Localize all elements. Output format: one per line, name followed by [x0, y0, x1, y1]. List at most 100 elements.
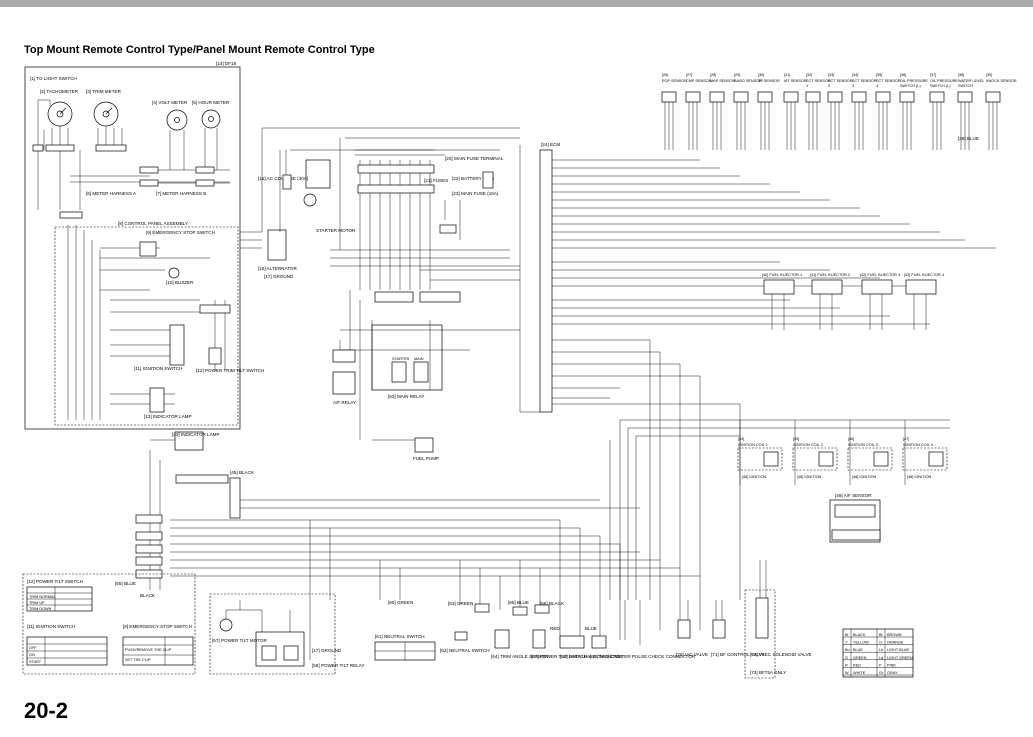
sensor-ref-label: [38] [958, 73, 964, 77]
iac-valve-label: [70] IAC VALVE [676, 652, 708, 657]
sensor-wire [664, 102, 674, 150]
legend-cell: W [845, 671, 849, 675]
sensor-wire [878, 102, 888, 150]
data-link-label: [68] DATA LINK CONNECTOR [560, 654, 623, 659]
main-relay-sub-label: MAIN [414, 357, 424, 361]
es-row-push: PUSH/REMOVE THE CLIP [125, 648, 172, 652]
fuel-pump-label: FUEL PUMP [413, 456, 439, 461]
sensor-connector-icon [709, 91, 725, 103]
sensor-wire [760, 102, 770, 150]
sensor-connector-icon [957, 91, 973, 103]
coil-name-label: IGNITION COIL 1 [738, 443, 768, 447]
tach-pulse-connector-icon [591, 635, 607, 649]
sensor-ref-label: [37] [930, 73, 936, 77]
sensor-connector-icon [757, 91, 773, 103]
tach-light-switch-label: [1] TO LIGHT SWITCH [30, 76, 77, 81]
sensor-wire [786, 102, 796, 150]
sensor-ref-label: [30] [758, 73, 764, 77]
alternator-label: [16] ALTERNATOR [258, 266, 297, 271]
af-sensor-frame [829, 499, 881, 543]
legend-cell: G [845, 656, 848, 660]
indicator-lamp-2-label: [43] INDICATOR LAMP [172, 432, 220, 437]
sensor-connector-icon [827, 91, 843, 103]
sensor-wire [808, 102, 818, 150]
sensor-wire [960, 102, 970, 150]
hour-meter-label: [5] HOUR METER [192, 100, 230, 105]
vtec-frame [744, 589, 776, 679]
legend-cell: WHITE [853, 671, 866, 675]
sensor-connector-icon [685, 91, 701, 103]
coil-frame [902, 447, 948, 471]
coil-cap-label: [48] IGNITION [852, 475, 877, 479]
legend-cell: P [879, 663, 882, 667]
trim-meter-gauge-icon [93, 101, 119, 127]
sensor-connector-icon [985, 91, 1001, 103]
injector-row: [40] FUEL INJECTOR 1[41] FUEL INJECTOR 2… [762, 273, 944, 330]
trim-meter-label: [3] TRIM METER [86, 89, 122, 94]
meter-harness-b-label: [7] METER HARNESS B [156, 191, 206, 196]
injector-wire [913, 294, 927, 330]
ecm-label: [24] ECM [541, 142, 560, 147]
starter-motor-icon [303, 193, 317, 207]
ignition-coil-3: [46]IGNITION COIL 3[48] IGNITION [847, 437, 893, 479]
iac-valve-icon [677, 619, 691, 639]
sensor-name-label: WATER LEVEL [958, 79, 984, 83]
sensor-ref-label: [35] [876, 73, 882, 77]
emergency-stop-switch-table: [9] EMERGENCY STOP SWITCH PUSH/REMOVE TH… [122, 624, 194, 666]
sensor-wire [830, 102, 840, 150]
sensor-connector-icon [805, 91, 821, 103]
bf-control-valve-icon [712, 619, 726, 639]
coil-name-label: IGNITION COIL 4 [903, 443, 933, 447]
coil-connector-icon [928, 451, 944, 467]
sensor-wire [932, 102, 942, 150]
legend-cell: LIGHT GREEN [887, 656, 913, 660]
meter-harness-a-label: [6] METER HARNESS A [86, 191, 137, 196]
coil-frame [737, 447, 783, 471]
coil-connector-icon [818, 451, 834, 467]
sensor-wire [688, 102, 698, 150]
power-tilt-relay-icon [255, 631, 305, 667]
coil-ref-label: [46] [848, 437, 854, 441]
ecm-box [539, 149, 553, 413]
fuel-injector-4: [43] FUEL INJECTOR 4 [904, 273, 944, 330]
hour-meter-gauge-icon [201, 109, 221, 129]
sensor-ref-label: [28] [710, 73, 716, 77]
injector-wire [819, 294, 833, 330]
legend-cell: Y [845, 641, 848, 645]
sensor-ref-label: [31] [784, 73, 790, 77]
vtec-solenoid-icon [755, 597, 769, 639]
legend-cell: GREEN [853, 656, 867, 660]
battery-label: [22] BATTERY (12V) [452, 176, 495, 181]
volt-meter-gauge-icon [166, 109, 188, 131]
sensor-name-label-2: SWITCH (L) [930, 84, 951, 88]
fuel-injector-3: [42] FUEL INJECTOR 3 [860, 273, 900, 330]
sensor-ref-label: [36] [900, 73, 906, 77]
main-relay-label: [53] MAIN RELAY [388, 394, 424, 399]
sensor-name-label: ECT SENSOR [852, 79, 877, 83]
injector-label: [42] FUEL INJECTOR 3 [860, 273, 900, 277]
sensor-wire [712, 102, 722, 150]
sensor-connector-icon [661, 91, 677, 103]
sensor-name-label: EOP SENSOR [662, 79, 687, 83]
sensor-name-label: KNOCK SENSOR [986, 79, 1017, 83]
fuel-injector-1: [40] FUEL INJECTOR 1 [762, 273, 802, 330]
sensor-name-label: OIL PRESSURE [900, 79, 928, 83]
sensor-name-label: BARO SENSOR [734, 79, 762, 83]
pts-row-normal: TRIM NORMAL [29, 595, 56, 599]
legend-cell: BROWN [887, 633, 902, 637]
bf75-only-label: [73] BF75A ONLY [750, 670, 786, 675]
legend-cell: O [879, 641, 882, 645]
sensor-1: [26]EOP SENSOR [661, 73, 687, 150]
ign-row-start: START [29, 660, 42, 664]
af-sensor-label: [49] A/F SENSOR [835, 493, 872, 498]
sensor-name-label: CMP SENSOR [686, 79, 712, 83]
ignition-coil-row: [44]IGNITION COIL 1[48] IGNITION[45]IGNI… [737, 437, 948, 479]
tach-pulse-label: [69] TACHOMETER PULSE CHECK CONNECTOR [590, 654, 696, 659]
indicator-lamp-icon [149, 387, 165, 413]
sensor-ref-label: [32] [806, 73, 812, 77]
injector-wire [771, 294, 785, 330]
volt-meter-label: [4] VOLT METER [152, 100, 188, 105]
